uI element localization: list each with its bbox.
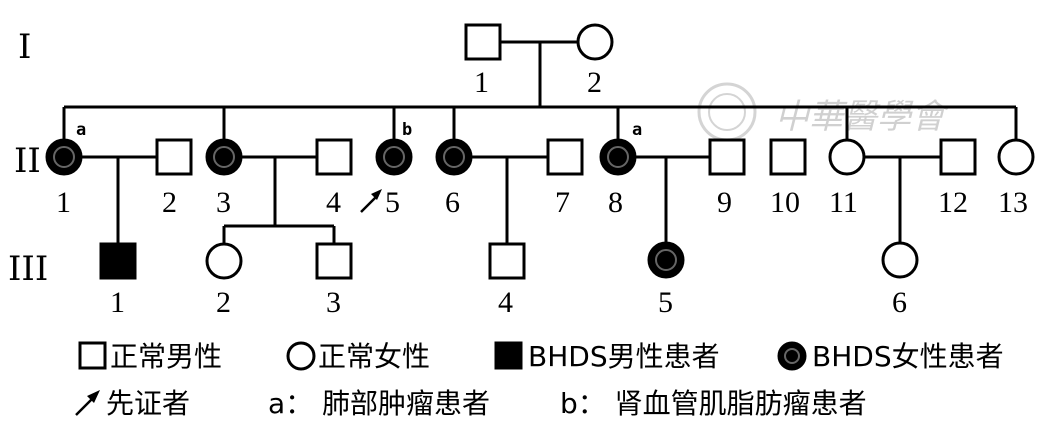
label-ii-13: 13	[998, 186, 1028, 219]
watermark-text: 中華醫學會	[775, 97, 950, 137]
individual-iii-6-female	[881, 241, 919, 279]
individual-ii-4-male	[315, 138, 353, 176]
label-ii-5: 5	[385, 186, 400, 219]
label-ii-4: 4	[326, 186, 341, 219]
individual-ii-8-affected-female	[599, 138, 637, 176]
individual-ii-5-affected-female-proband	[375, 138, 413, 176]
legend-proband-label: 先证者	[106, 387, 190, 420]
pedigree-lines	[62, 40, 1018, 244]
legend-normal-female-label: 正常女性	[318, 340, 430, 373]
generation-label-i: I	[18, 27, 31, 67]
legend-affected-male-label: BHDS男性患者	[528, 340, 720, 373]
label-i-2: 2	[587, 66, 602, 99]
legend-affected-female-icon	[777, 341, 807, 371]
individual-ii-11-female	[828, 138, 866, 176]
label-iii-6: 6	[892, 286, 907, 319]
watermark-seal-icon	[697, 82, 757, 142]
label-iii-3: 3	[326, 286, 341, 319]
label-ii-6: 6	[445, 186, 460, 219]
individual-ii-9-male	[708, 138, 746, 176]
individual-ii-1-affected-female	[45, 138, 83, 176]
individual-iii-3-male	[315, 242, 353, 280]
legend-proband-arrow-icon	[75, 390, 100, 416]
label-i-1: 1	[474, 66, 489, 99]
note-ii-8: a	[632, 120, 642, 140]
legend-affected-male-icon	[494, 341, 523, 370]
label-iii-4: 4	[498, 286, 513, 319]
generation-label-ii: II	[14, 141, 41, 181]
individual-ii-13-female	[997, 138, 1035, 176]
legend-normal-female-icon	[286, 341, 316, 371]
legend-affected-female-label: BHDS女性患者	[812, 340, 1004, 373]
individual-ii-7-male	[546, 138, 584, 176]
individual-ii-12-male	[939, 138, 977, 176]
label-iii-2: 2	[216, 286, 231, 319]
individual-ii-2-male	[155, 138, 193, 176]
legend-normal-male-icon	[78, 341, 107, 370]
individual-ii-3-affected-female	[205, 138, 243, 176]
individual-iii-2-female	[205, 242, 243, 280]
label-ii-8: 8	[608, 186, 623, 219]
individual-ii-6-affected-female	[435, 138, 473, 176]
proband-arrow-icon	[360, 189, 382, 213]
note-ii-1: a	[76, 120, 86, 140]
label-ii-12: 12	[938, 186, 968, 219]
label-ii-10: 10	[770, 186, 800, 219]
generation-label-iii: III	[8, 249, 48, 289]
legend: 正常男性 正常女性 BHDS男性患者 BHDS女性患者 先证者 a： 肺部肿瘤患…	[75, 340, 1004, 420]
label-ii-7: 7	[555, 186, 570, 219]
individual-iii-1-affected-male	[99, 242, 137, 280]
label-ii-3: 3	[216, 186, 231, 219]
individual-ii-10-male	[769, 138, 807, 176]
label-ii-1: 1	[56, 186, 71, 219]
individual-iii-5-affected-female	[647, 241, 685, 279]
label-iii-1: 1	[110, 286, 125, 319]
legend-note-a: a： 肺部肿瘤患者	[268, 387, 490, 420]
legend-normal-male-label: 正常男性	[110, 340, 222, 373]
individual-i-2-female	[576, 23, 614, 61]
watermark-seal-inner	[708, 93, 746, 131]
legend-note-b: b： 肾血管肌脂肪瘤患者	[560, 387, 867, 420]
individual-i-1-male	[464, 23, 502, 61]
label-ii-2: 2	[162, 186, 177, 219]
label-ii-11: 11	[829, 186, 858, 219]
note-ii-5: b	[402, 120, 412, 140]
watermark: 中華醫學會	[697, 82, 950, 142]
label-iii-5: 5	[658, 286, 673, 319]
label-ii-9: 9	[717, 186, 732, 219]
individual-iii-4-male	[488, 242, 526, 280]
